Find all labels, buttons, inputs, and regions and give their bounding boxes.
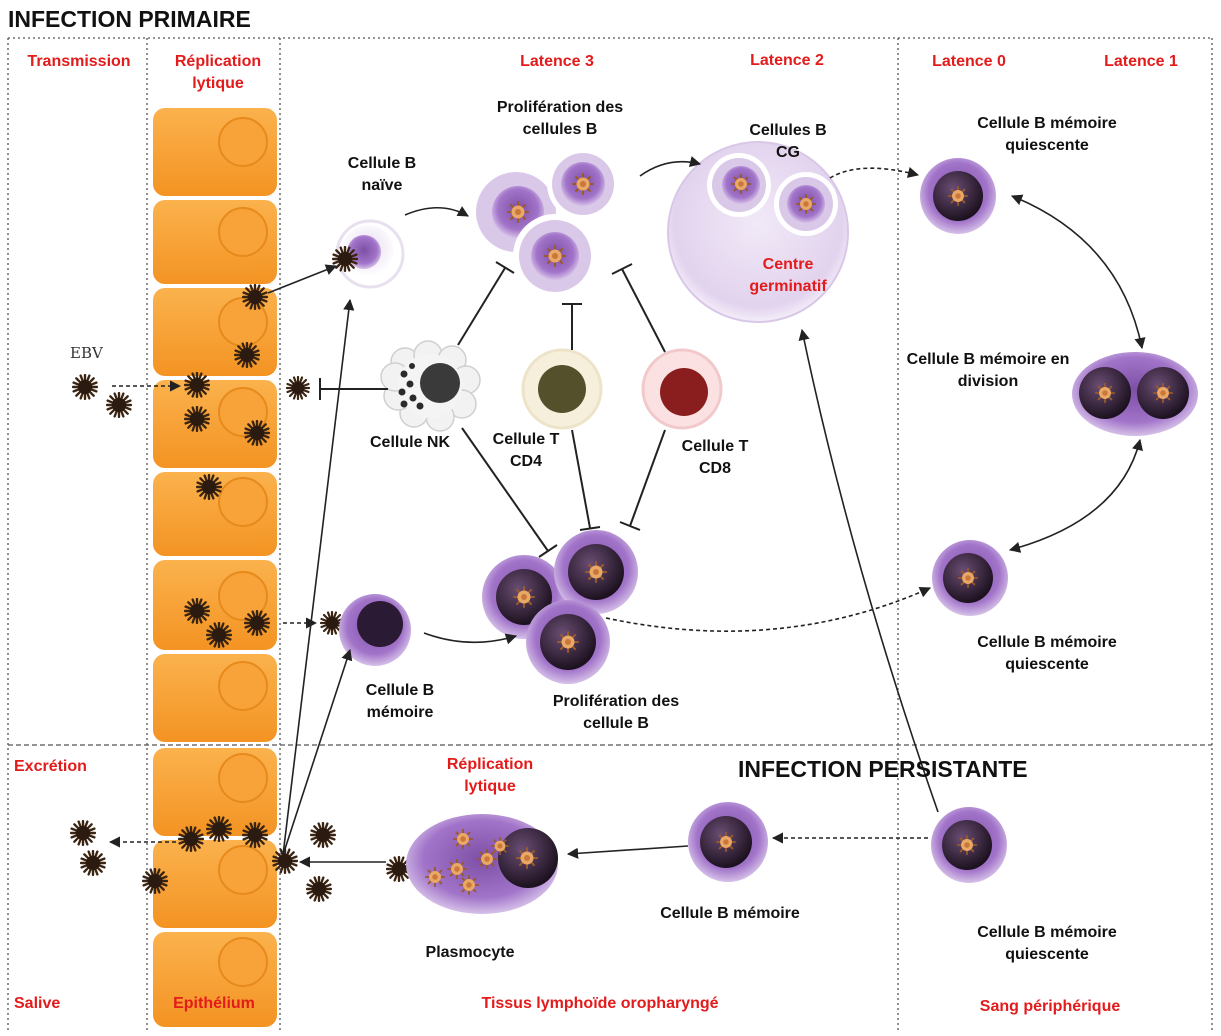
memory-b-quiescent-mid-cell <box>932 540 1008 616</box>
b-proliferation-bottom-cluster <box>482 530 638 684</box>
label-b-proliferation-bottom: Prolifération des cellule B <box>552 693 680 732</box>
label-oropharyngeal-tissue: Tissus lymphoïde oropharyngé <box>481 995 719 1012</box>
label-transmission: Transmission <box>27 53 131 70</box>
title-primary-infection: INFECTION PRIMAIRE <box>8 6 251 32</box>
label-b-proliferation-top: Prolifération des cellules B <box>496 99 624 138</box>
label-memory-b-quiescent-top: Cellule B mémoire quiescente <box>977 115 1117 154</box>
label-memory-b-bottom: Cellule B mémoire <box>660 905 800 922</box>
label-latency-3: Latence 3 <box>520 53 594 70</box>
arrows <box>108 156 1146 868</box>
label-gc-b-cells: Cellules B CG <box>749 122 827 161</box>
memory-b-dividing-cell <box>1072 352 1198 436</box>
cd8-t-cell <box>641 348 723 430</box>
germinal-center <box>667 141 849 323</box>
epithelium-cells <box>153 108 277 1027</box>
label-t-cd8: Cellule T CD8 <box>681 438 749 477</box>
naive-b-cell <box>332 219 405 289</box>
b-proliferation-top-cluster <box>470 148 619 298</box>
label-nk-cell: Cellule NK <box>370 434 451 451</box>
label-lytic-replication-top: Réplication lytique <box>174 53 262 92</box>
memory-b-bottom-cell <box>688 802 768 882</box>
plasmocyte <box>406 814 558 914</box>
label-t-cd4: Cellule T CD4 <box>492 431 560 470</box>
label-lytic-replication-bottom: Réplication lytique <box>446 756 534 795</box>
nk-cell <box>380 340 481 432</box>
memory-b-quiescent-top-cell <box>920 158 996 234</box>
label-latency-1: Latence 1 <box>1104 53 1178 70</box>
frame-lines <box>7 37 1213 1030</box>
label-memory-b-quiescent-mid: Cellule B mémoire quiescente <box>977 634 1117 673</box>
label-naive-b-cell: Cellule B naïve <box>347 155 417 194</box>
label-germinal-center: Centre germinatif <box>749 256 827 295</box>
label-latency-0: Latence 0 <box>932 53 1006 70</box>
label-latency-2: Latence 2 <box>750 52 824 69</box>
memory-b-mid-cell <box>339 594 411 666</box>
label-peripheral-blood: Sang périphérique <box>979 998 1121 1015</box>
cd4-t-cell <box>521 348 603 430</box>
label-memory-b-mid: Cellule B mémoire <box>365 682 435 721</box>
label-saliva: Salive <box>14 995 61 1012</box>
label-epithelium: Epithélium <box>173 995 255 1012</box>
label-plasmocyte: Plasmocyte <box>425 944 515 961</box>
label-memory-b-dividing: Cellule B mémoire en division <box>906 351 1070 390</box>
title-persistent-infection: INFECTION PERSISTANTE <box>738 756 1028 782</box>
memory-b-quiescent-bottom-cell <box>931 807 1007 883</box>
label-excretion: Excrétion <box>14 758 87 775</box>
inhibition-lines <box>319 261 666 558</box>
label-memory-b-quiescent-bottom: Cellule B mémoire quiescente <box>977 924 1117 963</box>
label-ebv: EBV <box>70 344 103 362</box>
